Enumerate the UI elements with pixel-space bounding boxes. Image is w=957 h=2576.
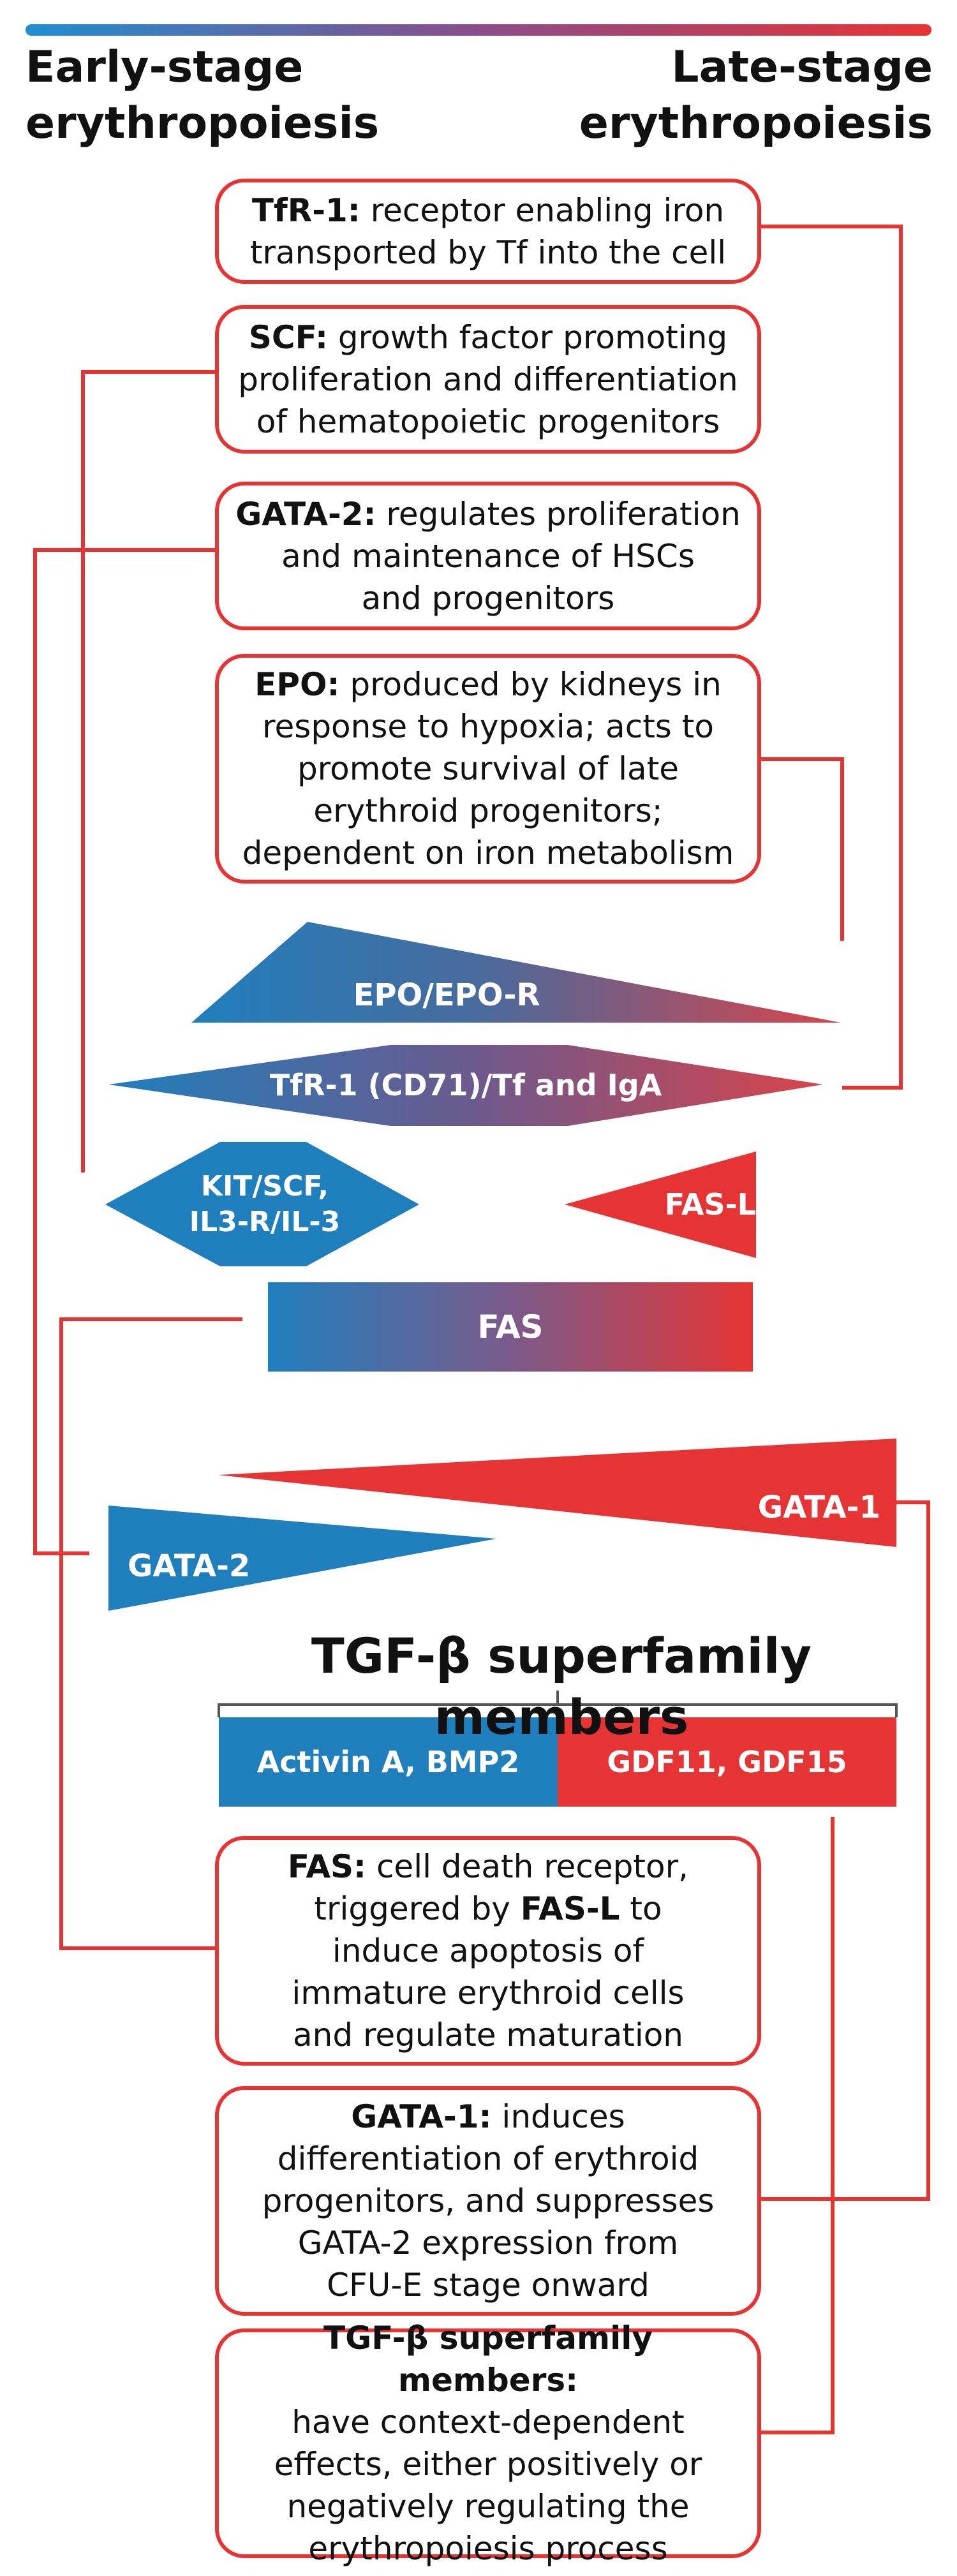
gata1-label: GATA-1 [757,1490,880,1525]
connector-epo [761,757,844,941]
card-text: dependent on iron metabolism [242,834,734,871]
card-text: response to hypoxia; acts to [262,708,714,745]
connector-lines [33,225,930,2434]
card-text: produced by kidneys in [339,666,722,703]
kit-scf-label: KIT/SCF, IL3-R/IL-3 [160,1169,370,1240]
card-term: TGF-β superfamily members: [323,2320,653,2399]
connector-tfr1 [761,225,903,1090]
card-text: erythropoiesis process [308,2530,668,2567]
card-text: immature erythroid cells [292,1974,685,2011]
card-text: receptor enabling iron [360,191,725,229]
card-term: FAS: [287,1848,367,1885]
kit-scf-label-line: IL3-R/IL-3 [189,1206,341,1238]
card-text: and maintenance of HSCs [281,537,695,575]
card-term: SCF: [248,318,328,356]
card-term: GATA-1: [351,2098,492,2135]
early-stage-header: Early-stage erythropoiesis [26,40,379,152]
card-term: GATA-2: [235,495,376,533]
tfr1-tf-iga-diamond [108,1045,823,1126]
card-text: CFU-E stage onward [327,2267,649,2304]
card-text: transported by Tf into the cell [249,233,727,271]
epo-epor-wedge [191,922,841,1023]
card-text: differentiation of erythroid [277,2140,699,2177]
card-text: promote survival of late [297,750,679,787]
card-term: EPO: [255,666,340,703]
tgf-late-label: GDF11, GDF15 [607,1745,847,1779]
card-gata1: GATA-1: induces differentiation of eryth… [215,2086,761,2316]
gata2-wedge [108,1506,496,1611]
fas-l-wedge [565,1151,756,1258]
card-text: and progenitors [361,579,615,617]
connector-scf [81,370,215,1173]
card-tfr1: TfR-1: receptor enabling iron transporte… [215,179,761,284]
card-text: triggered by [314,1890,521,1927]
late-stage-header-line: erythropoiesis [579,98,933,149]
card-text: and regulate maturation [292,2017,683,2054]
card-text: cell death receptor, [366,1848,689,1885]
tfr1-tf-iga-label: TfR-1 (CD71)/Tf and IgA [269,1068,662,1102]
card-text: have context-dependent [292,2404,685,2441]
card-text: of hematopoietic progenitors [256,403,720,440]
gata1-wedge [218,1439,896,1547]
card-fas: FAS: cell death receptor, triggered by F… [215,1836,761,2066]
connector-tgfb [761,1817,835,2434]
card-text: progenitors, and suppresses [262,2182,715,2219]
card-text: regulates proliferation [376,495,741,533]
epo-epor-label: EPO/EPO-R [353,977,540,1013]
kit-scf-diamond [105,1142,419,1266]
kit-scf-label-line: KIT/SCF, [200,1170,329,1203]
early-stage-header-line: Early-stage [26,42,304,93]
card-text: GATA-2 expression from [297,2224,679,2261]
card-scf: SCF: growth factor promoting proliferati… [215,305,761,454]
card-text: effects, either positively or [274,2446,702,2483]
fas-gradient-bar [268,1282,753,1372]
card-text: induces [491,2098,625,2135]
card-text: negatively regulating the [286,2488,690,2525]
card-term: TfR-1: [251,191,360,229]
tgf-bracket [218,1691,898,1717]
connector-gata1 [761,1500,930,2201]
tgf-early-label: Activin A, BMP2 [256,1745,520,1779]
card-epo: EPO: produced by kidneys in response to … [215,654,761,884]
card-text: erythroid progenitors; [313,792,663,829]
fas-label: FAS [477,1308,544,1345]
card-text: proliferation and differentiation [238,360,738,398]
connector-fas [59,1317,242,1950]
card-term: FAS-L [520,1890,620,1927]
card-text: induce apoptosis of [332,1932,644,1969]
tgf-early-bar [219,1717,558,1807]
card-gata2: GATA-2: regulates proliferation and main… [215,482,761,630]
late-stage-header: Late-stage erythropoiesis [579,40,933,152]
card-tgfb: TGF-β superfamily members: have context-… [215,2320,761,2567]
card-text: growth factor promoting [327,318,728,356]
tgf-late-bar [558,1717,896,1807]
tgf-title: TGF-β superfamily members [311,1627,812,1745]
card-text: to [619,1890,662,1927]
fas-l-label: FAS-L [664,1187,756,1222]
early-stage-header-line: erythropoiesis [26,98,380,149]
gata2-label: GATA-2 [128,1548,251,1584]
stage-gradient-bar [26,24,931,36]
late-stage-header-line: Late-stage [671,42,933,93]
